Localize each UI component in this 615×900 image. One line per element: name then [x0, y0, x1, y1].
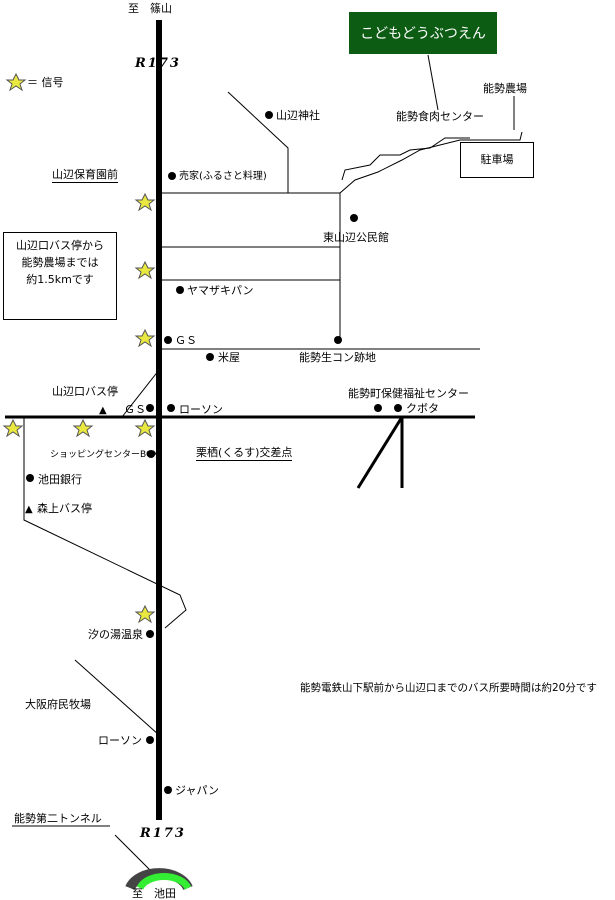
place-marker-icon	[146, 736, 154, 744]
traffic-signal-icon	[5, 72, 27, 92]
destination-title: こどもどうぶつえん	[349, 12, 497, 54]
label-morigami: 森上バス停	[37, 502, 92, 515]
label-kome: 米屋	[218, 351, 240, 364]
label-yamabe-shrine: 山辺神社	[276, 109, 320, 122]
place-marker-icon	[206, 353, 214, 361]
place-marker-icon	[334, 336, 342, 344]
traffic-signals	[2, 72, 156, 624]
road-name-bottom: R173	[140, 826, 186, 841]
title-leader	[427, 54, 439, 111]
bus-diagonal	[121, 369, 160, 418]
road-name-top: R173	[135, 56, 181, 71]
traffic-signal-icon	[134, 328, 156, 348]
label-yamazaki: ヤマザキパン	[187, 284, 254, 297]
label-nose-farm: 能勢農場	[483, 82, 527, 95]
bus-time-note: 能勢電鉄山下駅前から山辺口までのバス所要時間は約20分です	[300, 682, 597, 694]
farm-road-2	[341, 137, 470, 181]
place-marker-icon	[350, 214, 358, 222]
shrine-road	[227, 91, 289, 193]
traffic-signal-icon	[134, 260, 156, 280]
traffic-signal-icon	[2, 418, 24, 438]
label-baika: 売家(ふるさと料理)	[179, 171, 267, 182]
label-lawson-north: ローソン	[179, 403, 223, 416]
place-marker-icon	[164, 786, 172, 794]
label-tunnel: 能勢第二トンネル	[14, 812, 102, 825]
traffic-signal-icon	[134, 604, 156, 624]
place-marker-icon	[374, 404, 382, 412]
label-kurusu: 栗栖(くるす)交差点	[196, 446, 293, 461]
direction-south: 至 池田	[132, 887, 176, 900]
place-marker-icon	[265, 111, 273, 119]
place-marker-icon	[394, 404, 402, 412]
bus-stop-icon: ▲	[25, 504, 33, 515]
place-marker-icon	[26, 474, 34, 482]
label-gs-north: ＧＳ	[175, 334, 197, 347]
label-ikeda-bank: 池田銀行	[38, 473, 82, 486]
traffic-signal-icon	[72, 418, 94, 438]
place-marker-icon	[167, 404, 175, 412]
traffic-signal-icon	[134, 192, 156, 212]
label-shopping: ショッピングセンターBOX	[50, 450, 159, 460]
signal-legend: ＝ 信号	[27, 76, 64, 89]
direction-north: 至 篠山	[128, 2, 172, 15]
bus-stop-icon: ▲	[99, 405, 107, 416]
label-bus-stop: 山辺口バス停	[52, 385, 118, 398]
label-nose-concrete: 能勢生コン跡地	[299, 351, 376, 364]
label-japan: ジャパン	[175, 784, 219, 797]
place-marker-icon	[147, 450, 155, 458]
label-osaka-farm: 大阪府民牧場	[25, 698, 91, 711]
place-marker-icon	[176, 286, 184, 294]
label-yamabe-nursery: 山辺保育園前	[52, 168, 118, 183]
place-marker-icon	[164, 336, 172, 344]
label-lawson-south: ローソン	[98, 734, 142, 747]
label-gs-south: ＧＳ	[124, 403, 146, 416]
label-shionoyu: 汐の湯温泉	[88, 628, 143, 641]
label-higashi-hall: 東山辺公民館	[323, 231, 389, 244]
fork-left	[356, 416, 404, 489]
place-marker-icon	[168, 172, 176, 180]
place-marker-icon	[146, 404, 154, 412]
distance-info-box: 山辺口バス停から 能勢農場までは 約1.5kmです	[3, 232, 117, 320]
tunnel-leader	[114, 834, 151, 871]
ranch-road	[74, 659, 160, 736]
label-health-center: 能勢町保健福祉センター	[348, 387, 469, 400]
parking-box: 駐車場	[460, 142, 534, 178]
farm-road	[159, 131, 523, 194]
label-meat-center: 能勢食肉センター	[396, 110, 484, 123]
place-markers	[26, 111, 402, 794]
place-marker-icon	[146, 630, 154, 638]
label-kubota: クボタ	[406, 402, 439, 415]
west-road	[23, 417, 187, 629]
traffic-signal-icon	[134, 418, 156, 438]
tunnel-arc	[136, 872, 192, 890]
